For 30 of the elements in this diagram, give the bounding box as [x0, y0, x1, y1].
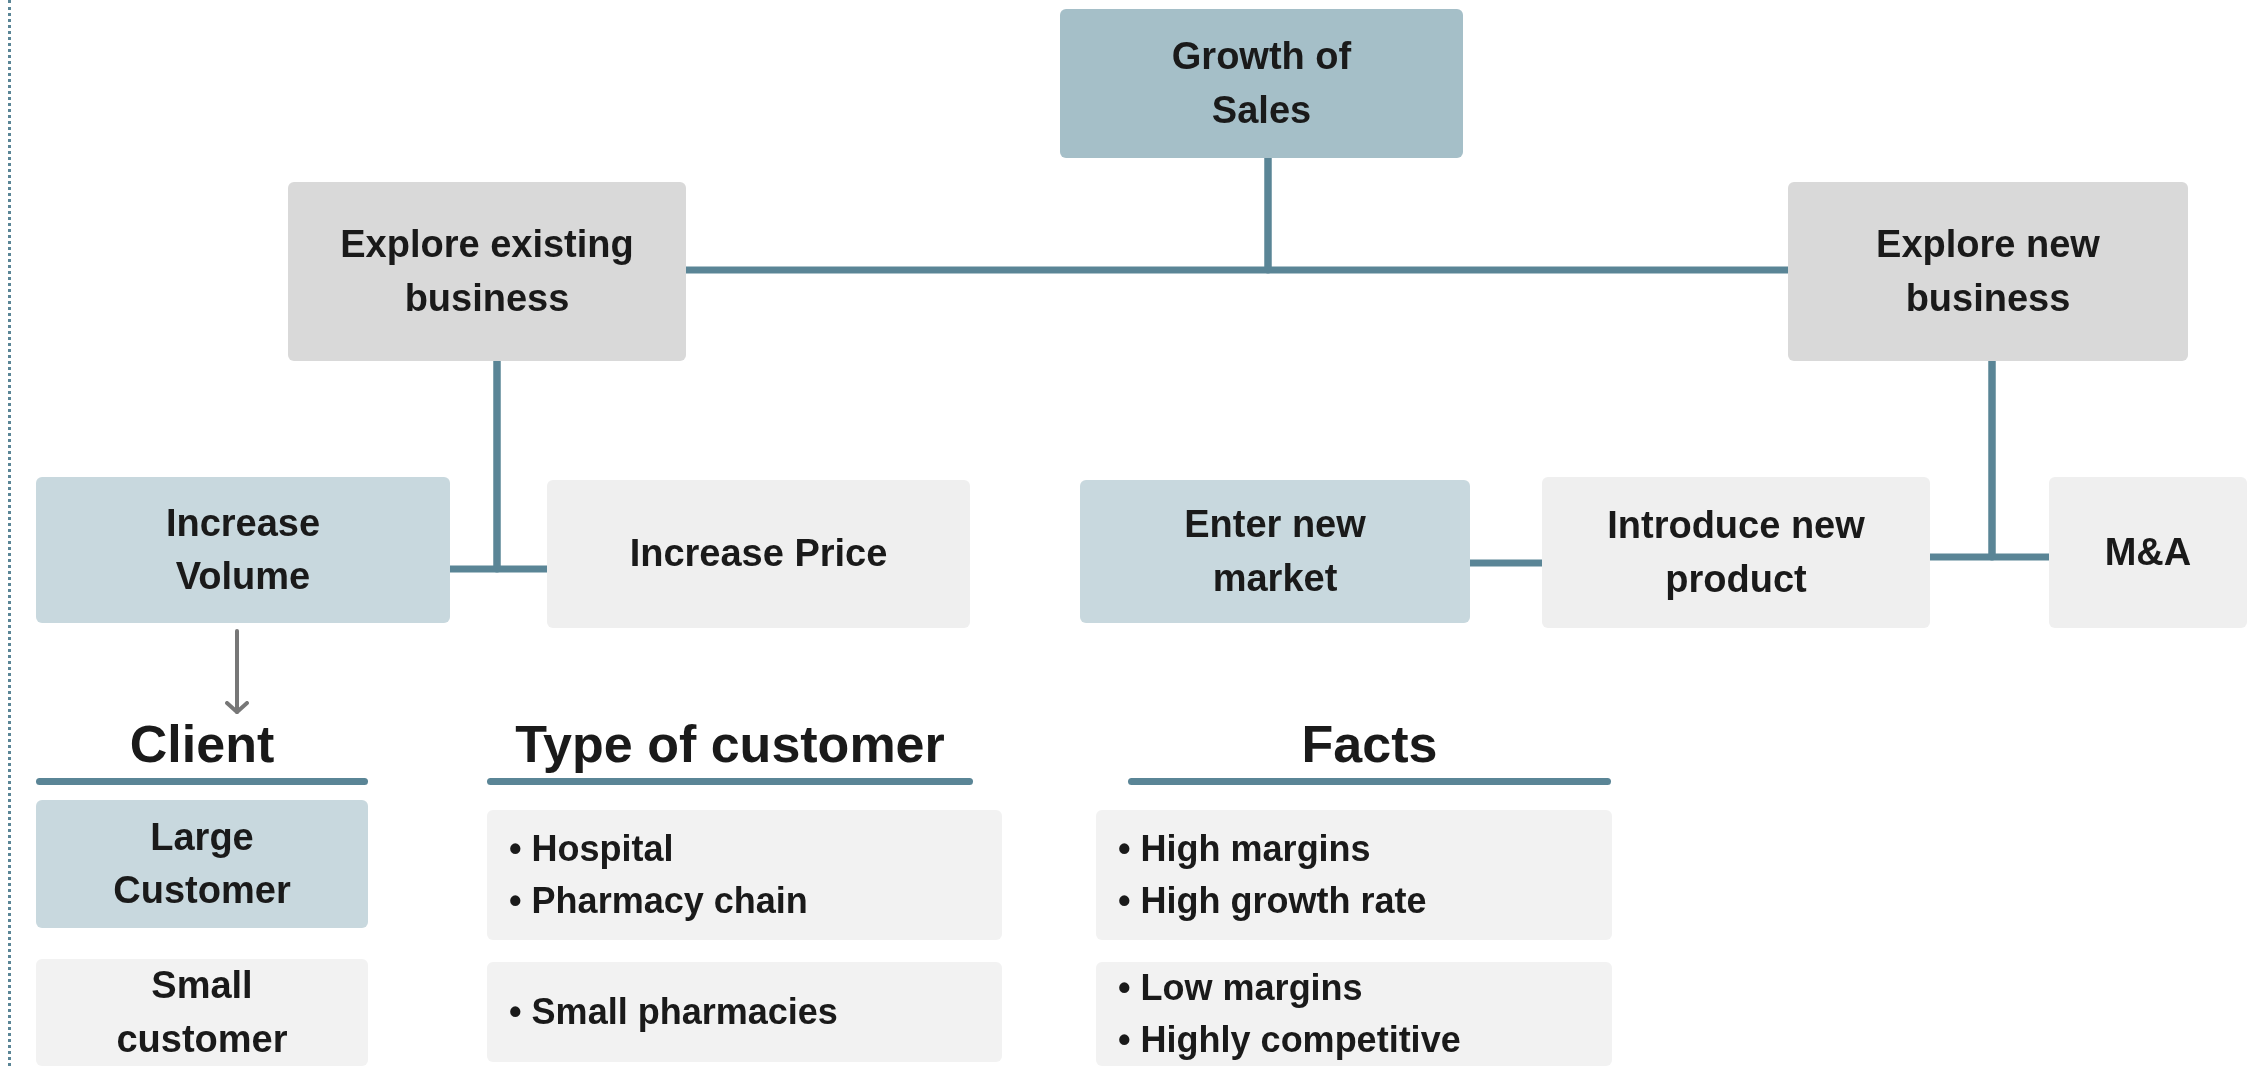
heading-text: Client	[129, 713, 275, 775]
list-item: • Hospital	[509, 826, 675, 871]
option-box	[547, 480, 970, 628]
list-item: • Highly competitive	[1118, 1018, 1461, 1062]
option-box	[1080, 480, 1470, 623]
root-box	[1060, 9, 1463, 158]
arrow	[225, 629, 249, 714]
list-item: • Small pharmacies	[509, 989, 838, 1034]
box-label: Explore existing business	[339, 222, 635, 321]
list-item: • High margins	[1118, 826, 1372, 871]
box-label: Large Customer	[112, 814, 292, 913]
list-item: • High growth rate	[1118, 879, 1427, 923]
option-box	[1542, 477, 1930, 628]
column-heading: Type of customer	[514, 714, 946, 775]
box-label: Introduce new product	[1606, 503, 1866, 602]
branch-box	[1788, 182, 2188, 361]
option-box	[2049, 477, 2247, 628]
box-label: Increase Volume	[164, 500, 322, 599]
box-label: Enter new market	[1183, 502, 1367, 601]
option-box	[36, 477, 450, 623]
box-label: Small customer	[115, 963, 289, 1062]
list-item: • Pharmacy chain	[509, 879, 808, 923]
box-label: M&A	[2104, 529, 2192, 575]
branch-box	[288, 182, 686, 361]
list-item: • Low margins	[1118, 965, 1364, 1010]
box-label: Growth of Sales	[1170, 34, 1353, 133]
client-box	[36, 800, 368, 928]
box-label: Explore new business	[1875, 222, 2101, 321]
box-label: Increase Price	[629, 531, 888, 577]
column-heading: Facts	[1300, 714, 1439, 775]
